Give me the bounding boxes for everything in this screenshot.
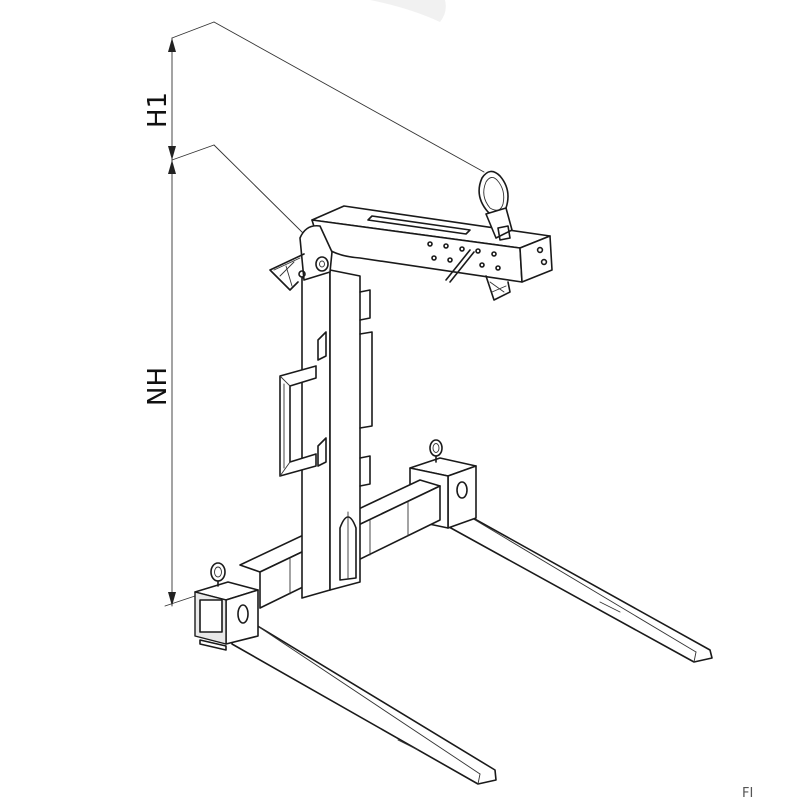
left-carriage-block [194, 562, 259, 651]
safety-chain-right [485, 275, 511, 301]
lifting-ring [478, 170, 513, 241]
dimension-label-nh: NH [143, 367, 173, 406]
top-jib-arm [299, 205, 553, 283]
left-fork-tine [231, 624, 497, 785]
right-fork-tine [439, 507, 713, 663]
dimension-label-h1: H1 [143, 92, 173, 128]
corner-shadow [370, 0, 446, 22]
dimension-lines [164, 21, 485, 607]
safety-chain-left [269, 253, 306, 291]
corner-figure-label: FI [742, 786, 753, 800]
side-handle [279, 365, 317, 477]
